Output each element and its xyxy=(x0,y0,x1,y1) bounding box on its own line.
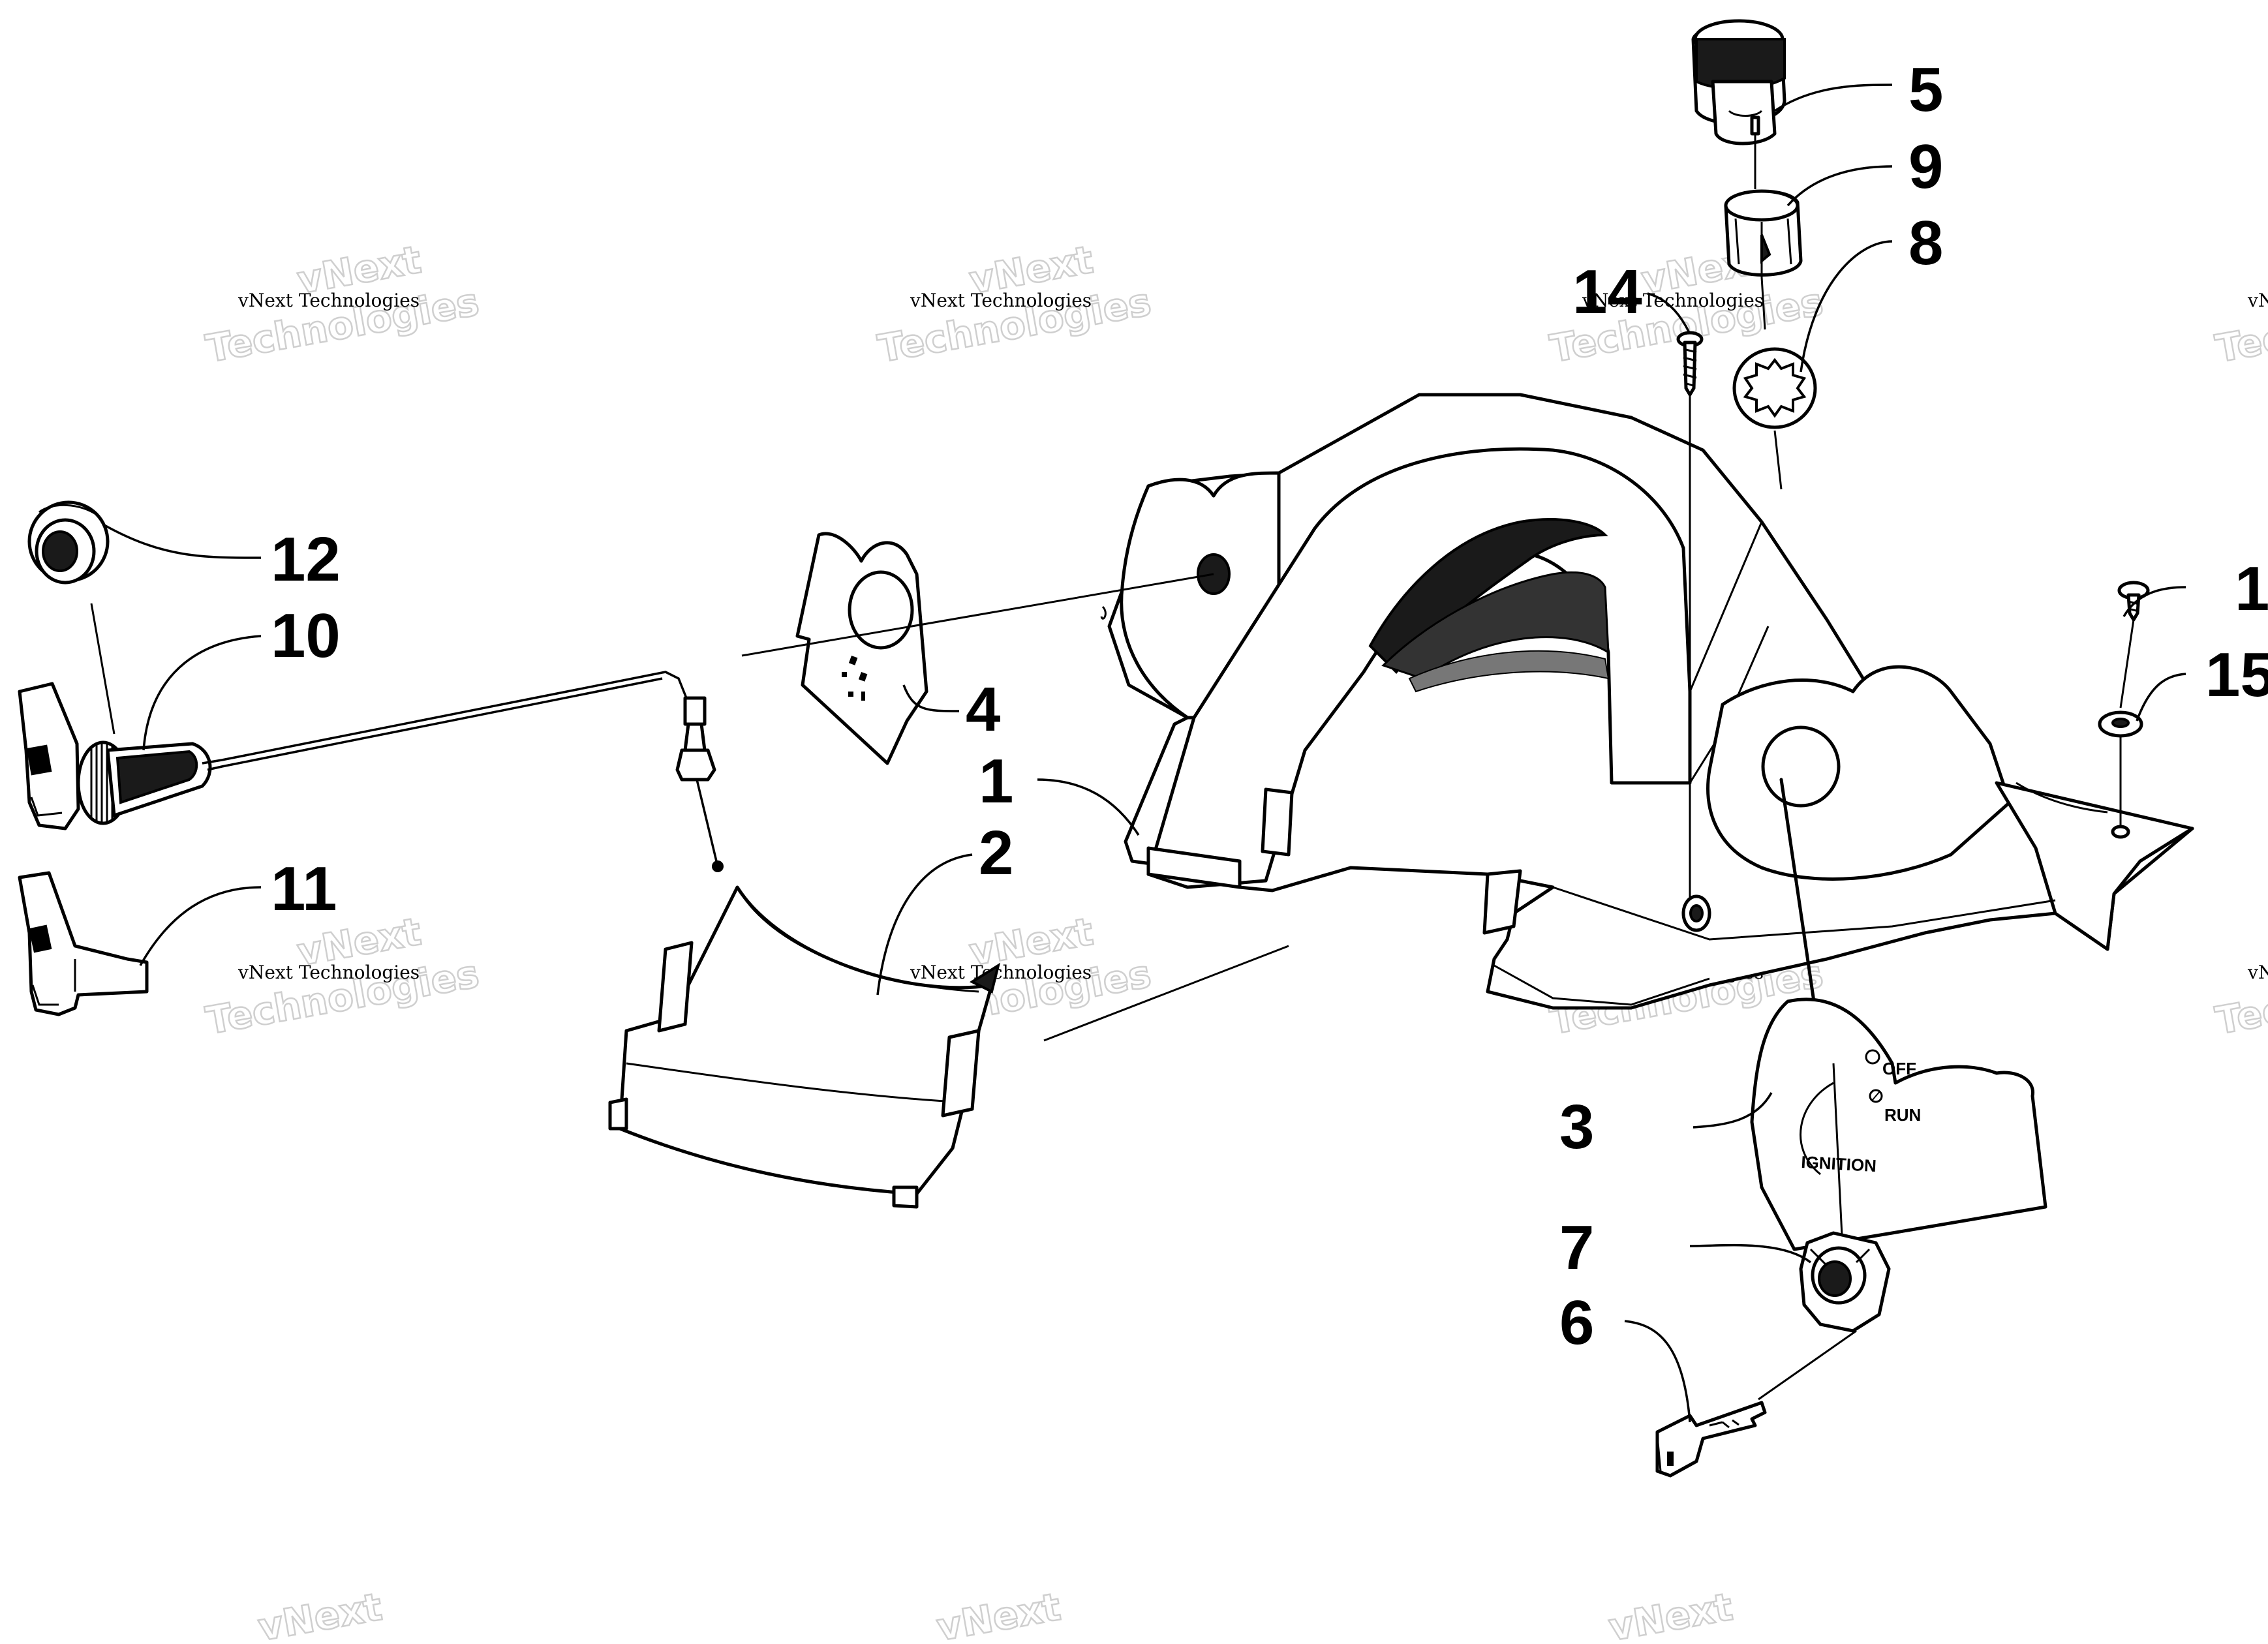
watermark-small: vNext Technologies xyxy=(910,290,1092,311)
watermark-small: vNext Technologies xyxy=(910,962,1092,983)
decal-hole xyxy=(848,570,914,650)
switch-knob-part-5 xyxy=(1691,19,1786,145)
callout-3: 3 xyxy=(1559,1092,1594,1162)
off-label: OFF xyxy=(1882,1059,1916,1078)
watermark-layer: vNext Technologies vNext Technologies vN… xyxy=(202,236,2268,1644)
axis-line xyxy=(741,573,1214,657)
callout-9: 9 xyxy=(1908,132,1943,202)
screw-part-14 xyxy=(1676,331,1704,397)
screw-part-13 xyxy=(2117,581,2150,622)
choke-cable-part-10 xyxy=(18,671,724,872)
lower-cover-part-2 xyxy=(608,885,1001,1209)
callout-6: 6 xyxy=(1559,1288,1594,1358)
watermark-small: vNext Technologies xyxy=(238,290,420,311)
watermark-partial: Technologies vNext Technologies xyxy=(2211,279,2268,372)
choke-handle-part-11 xyxy=(18,871,149,1016)
axis-line xyxy=(1043,945,1289,1042)
watermark-big-line1: vNext xyxy=(934,1585,1064,1644)
leader-lines xyxy=(104,84,2186,1423)
watermark-partial: vNext xyxy=(1604,1583,1736,1644)
callout-labels: 1 2 3 4 5 6 7 8 9 10 11 12 13 14 15 xyxy=(271,55,2268,1358)
callout-12: 12 xyxy=(271,525,341,594)
watermark-big-line1: vNext xyxy=(255,1585,386,1644)
knob-bezel-part-12 xyxy=(27,500,110,585)
decal-plate-part-4 xyxy=(795,532,928,765)
ignition-panel-part-3: OFF RUN IGNITION xyxy=(1750,778,2047,1251)
callout-14: 14 xyxy=(1572,257,1642,327)
callout-11: 11 xyxy=(271,854,337,924)
run-label: RUN xyxy=(1884,1105,1921,1125)
watermark-small: vNext Technologies xyxy=(238,962,420,983)
watermark-big-line1: vNext xyxy=(1606,1585,1736,1644)
callout-10: 10 xyxy=(271,601,341,671)
retainer-clip-part-9 xyxy=(1724,189,1803,277)
callout-1: 1 xyxy=(979,746,1013,816)
watermark-partial: vNext xyxy=(932,1583,1064,1644)
callout-4: 4 xyxy=(966,675,1000,744)
watermark: vNext Technologies vNext Technologies xyxy=(202,908,483,1044)
callout-7: 7 xyxy=(1559,1213,1594,1283)
watermark: vNext Technologies vNext Technologies xyxy=(874,236,1155,372)
watermark-small: vNext Technologies xyxy=(2247,962,2268,983)
lock-washer-part-8 xyxy=(1732,347,1817,429)
dash-housing-part-1 xyxy=(1100,393,2194,1010)
key-part-6 xyxy=(1655,1401,1767,1478)
hex-nut-part-7 xyxy=(1799,1231,1891,1333)
callout-13: 13 xyxy=(2235,554,2268,624)
watermark-small: vNext Technologies xyxy=(2247,290,2268,311)
decal-marks xyxy=(842,656,868,701)
ignition-boss-hole xyxy=(1761,725,1841,808)
callout-2: 2 xyxy=(979,818,1013,888)
callout-8: 8 xyxy=(1908,208,1943,278)
watermark: vNext Technologies vNext Technologies xyxy=(202,236,483,372)
watermark-partial: Technologies vNext Technologies xyxy=(2211,951,2268,1044)
washer-part-15 xyxy=(2098,710,2143,738)
callout-5: 5 xyxy=(1908,55,1943,125)
watermark-partial: vNext xyxy=(254,1583,386,1644)
callout-15: 15 xyxy=(2205,640,2268,710)
